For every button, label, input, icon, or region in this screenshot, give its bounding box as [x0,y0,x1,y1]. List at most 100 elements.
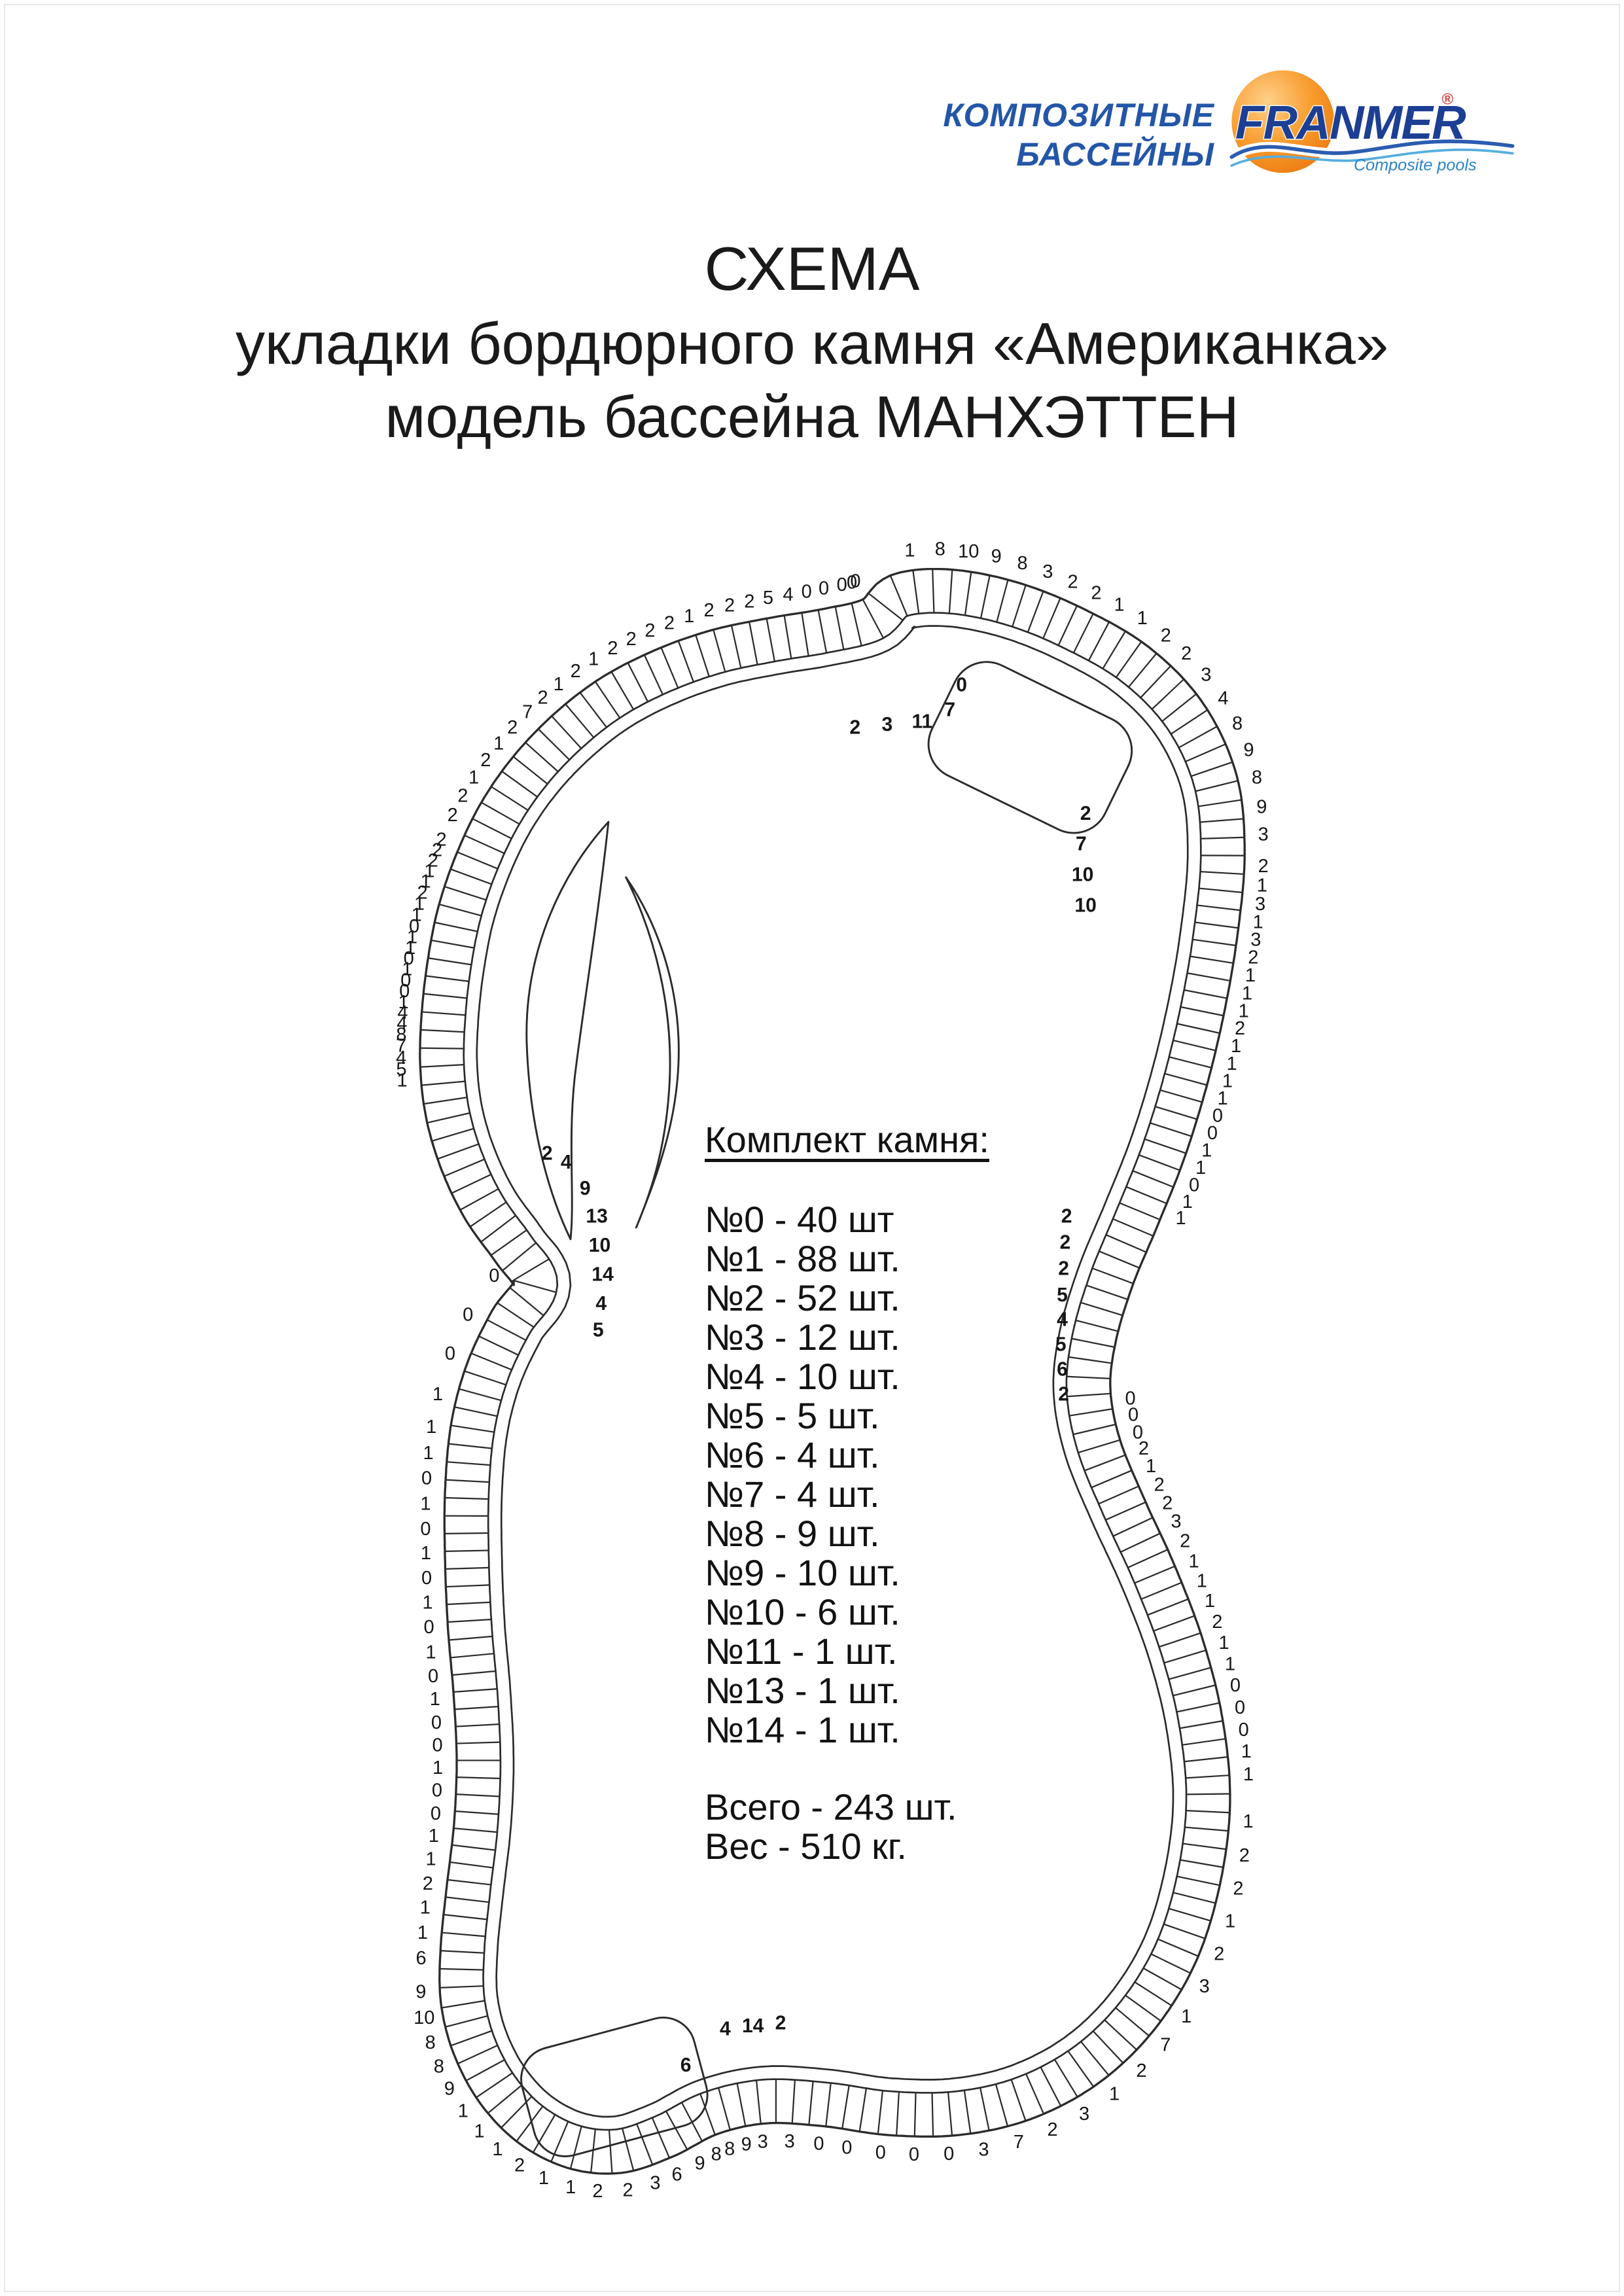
perimeter-number: 0 [850,571,860,592]
perimeter-number: 9 [444,2078,455,2099]
perimeter-number: 0 [409,916,419,937]
perimeter-number: 0 [463,1304,473,1325]
perimeter-number: 1 [554,674,564,695]
perimeter-number: 8 [1017,553,1028,574]
perimeter-number: 3 [1042,561,1053,582]
franmer-logo: FRANMER ® Composite pools [1226,65,1518,194]
logo-caption: Composite pools [1354,156,1477,175]
header: КОМПОЗИТНЫЕ БАССЕЙНЫ FRANMER ® Composite… [943,65,1518,194]
perimeter-number: 8 [396,1025,406,1046]
perimeter-number: 2 [1161,625,1171,646]
perimeter-number: 2 [417,883,428,904]
perimeter-number: 2 [1091,582,1101,603]
perimeter-number: 4 [397,1002,408,1023]
stone-number: 2 [1058,1383,1069,1405]
perimeter-number: 3 [1171,1511,1181,1532]
perimeter-number: 1 [412,904,422,925]
stone-kit-item: №6 - 4 шт. [705,1434,880,1475]
perimeter-number: 1 [432,1757,443,1778]
perimeter-number: 2 [1067,571,1078,592]
stone-number: 11 [911,711,932,732]
spa-steps-outline [927,661,1133,834]
stone-number: 10 [1074,894,1096,916]
stone-kit-item: №3 - 12 шт. [705,1316,900,1358]
perimeter-number: 2 [1180,1530,1190,1551]
perimeter-number: 2 [432,840,442,861]
perimeter-number: 8 [935,539,945,559]
perimeter-number: 1 [424,860,434,881]
perimeter-number: 1 [426,1417,436,1438]
perimeter-number: 8 [1232,713,1243,734]
perimeter-number: 2 [1139,1438,1149,1459]
perimeter-number: 1 [1181,2006,1192,2027]
perimeter-number: 0 [400,970,411,991]
perimeter-number: 7 [396,1036,406,1057]
perimeter-number: 2 [607,638,618,659]
perimeter-number: 7 [522,701,533,722]
perimeter-number: 1 [458,2100,468,2121]
stone-kit-item: №8 - 9 шт. [705,1513,880,1554]
title-line1: СХЕМА [704,234,920,303]
perimeter-number: 1 [430,1689,440,1710]
perimeter-number: 8 [1252,768,1262,788]
perimeter-number: 0 [424,1617,434,1638]
perimeter-number: 0 [421,1468,432,1489]
perimeter-number: 3 [1250,929,1261,950]
perimeter-number: 1 [588,649,599,670]
stone-number: 7 [1076,834,1087,855]
logo-wordmark: FRANMER [1235,96,1466,149]
perimeter-number: 1 [1217,1088,1227,1109]
perimeter-number: 0 [841,2137,852,2158]
perimeter-number: 2 [1047,2119,1057,2140]
perimeter-number: 0 [428,1666,438,1687]
perimeter-number: 1 [420,1494,431,1515]
perimeter-number: 6 [671,2164,682,2185]
logo-wave2-icon [1230,149,1514,167]
perimeter-number: 3 [1255,894,1265,915]
perimeter-number: 2 [1181,643,1192,664]
stone-kit-item: №4 - 10 шт. [705,1356,900,1397]
perimeter-number: 2 [1258,856,1269,877]
stone-number: 10 [589,1235,610,1256]
stone-number: 4 [595,1293,607,1315]
stone-number: 0 [956,675,967,696]
perimeter-number: 1 [1109,2084,1120,2105]
perimeter-number: 1 [425,1642,436,1663]
perimeter-number: 0 [1235,1697,1245,1718]
perimeter-number: 2 [571,661,581,682]
perimeter-number: 4 [1218,688,1228,709]
perimeter-number: 1 [1243,1811,1253,1832]
perimeter-number: 2 [507,717,518,738]
perimeter-number: 0 [1239,1720,1249,1740]
perimeter-number: 8 [434,2057,444,2077]
perimeter-number: 1 [402,959,412,980]
perimeter-number: 0 [1212,1106,1223,1127]
perimeter-number: 5 [763,588,773,609]
perimeter-number: 2 [592,2181,603,2202]
perimeter-number: 1 [1175,1208,1186,1229]
brand-line1: КОМПОЗИТНЫЕ [943,97,1214,133]
perimeter-number: 1 [1253,912,1263,933]
perimeter-number: 4 [783,584,793,605]
stone-kit-item: №0 - 40 шт [705,1199,894,1240]
perimeter-number: 3 [650,2172,660,2193]
perimeter-number: 1 [425,1848,436,1869]
perimeter-number: 2 [703,600,714,621]
perimeter-number: 0 [1128,1404,1139,1425]
stone-number: 3 [881,714,892,735]
perimeter-number: 1 [492,2139,503,2160]
stone-number: 10 [1072,864,1093,886]
stone-number: 9 [580,1178,591,1199]
stone-kit-item: №7 - 4 шт. [705,1474,880,1515]
perimeter-number: 1 [538,2168,549,2189]
stone-kit-heading: Комплект камня: [705,1119,989,1160]
perimeter-number: 1 [1241,1741,1252,1762]
perimeter-number: 0 [847,573,857,593]
perimeter-number: 1 [1189,1551,1199,1572]
perimeter-number: 6 [416,1948,427,1969]
perimeter-number: 0 [909,2144,919,2165]
perimeter-number: 1 [1218,1633,1229,1653]
